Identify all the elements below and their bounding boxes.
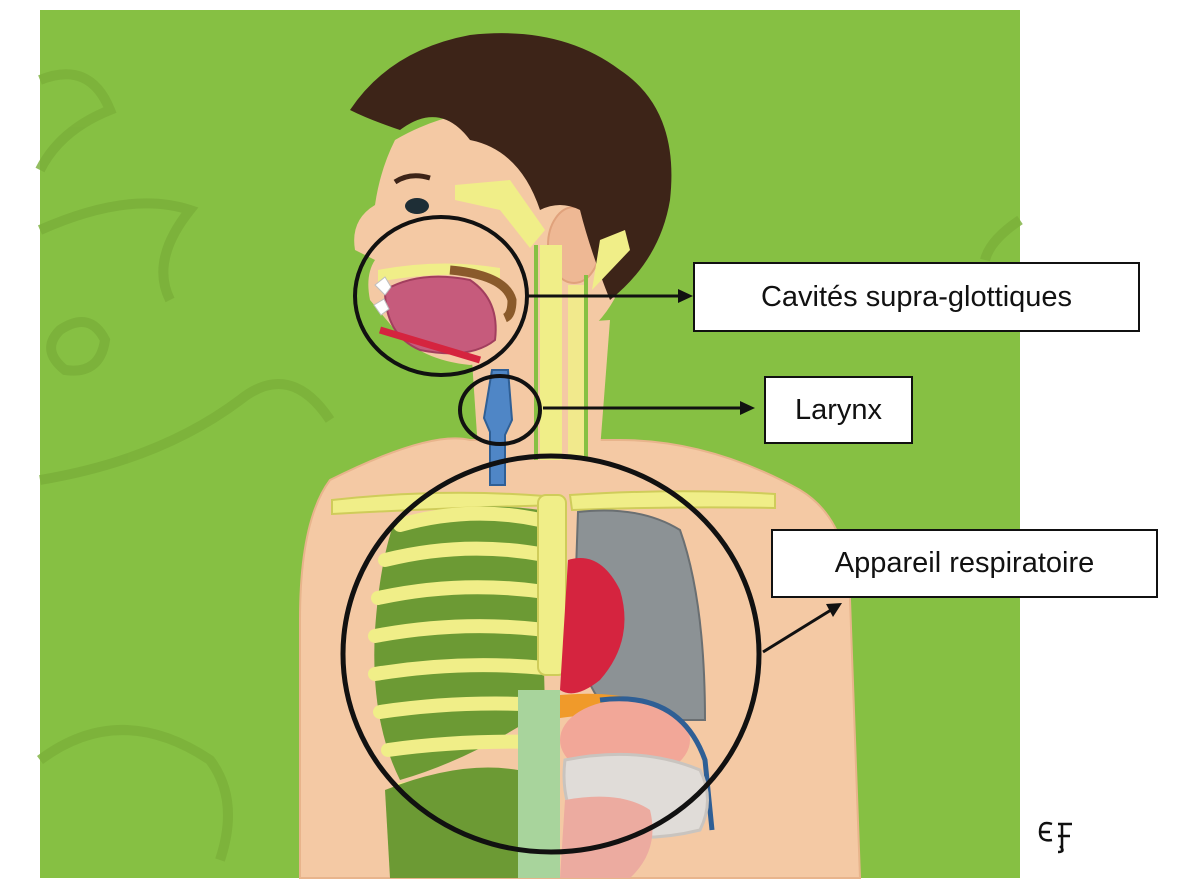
eye-icon bbox=[405, 198, 429, 214]
spine-cervical bbox=[540, 245, 562, 460]
label-larynx: Larynx bbox=[764, 376, 913, 444]
small-intestine bbox=[560, 797, 653, 878]
author-signature-logo bbox=[1040, 823, 1072, 852]
label-respiratory-system: Appareil respiratoire bbox=[771, 529, 1158, 598]
abdomen-green bbox=[385, 768, 518, 879]
sternum bbox=[538, 495, 566, 675]
spine-cervical-2 bbox=[568, 285, 584, 460]
label-supra-glottic-cavities: Cavités supra-glottiques bbox=[693, 262, 1140, 332]
